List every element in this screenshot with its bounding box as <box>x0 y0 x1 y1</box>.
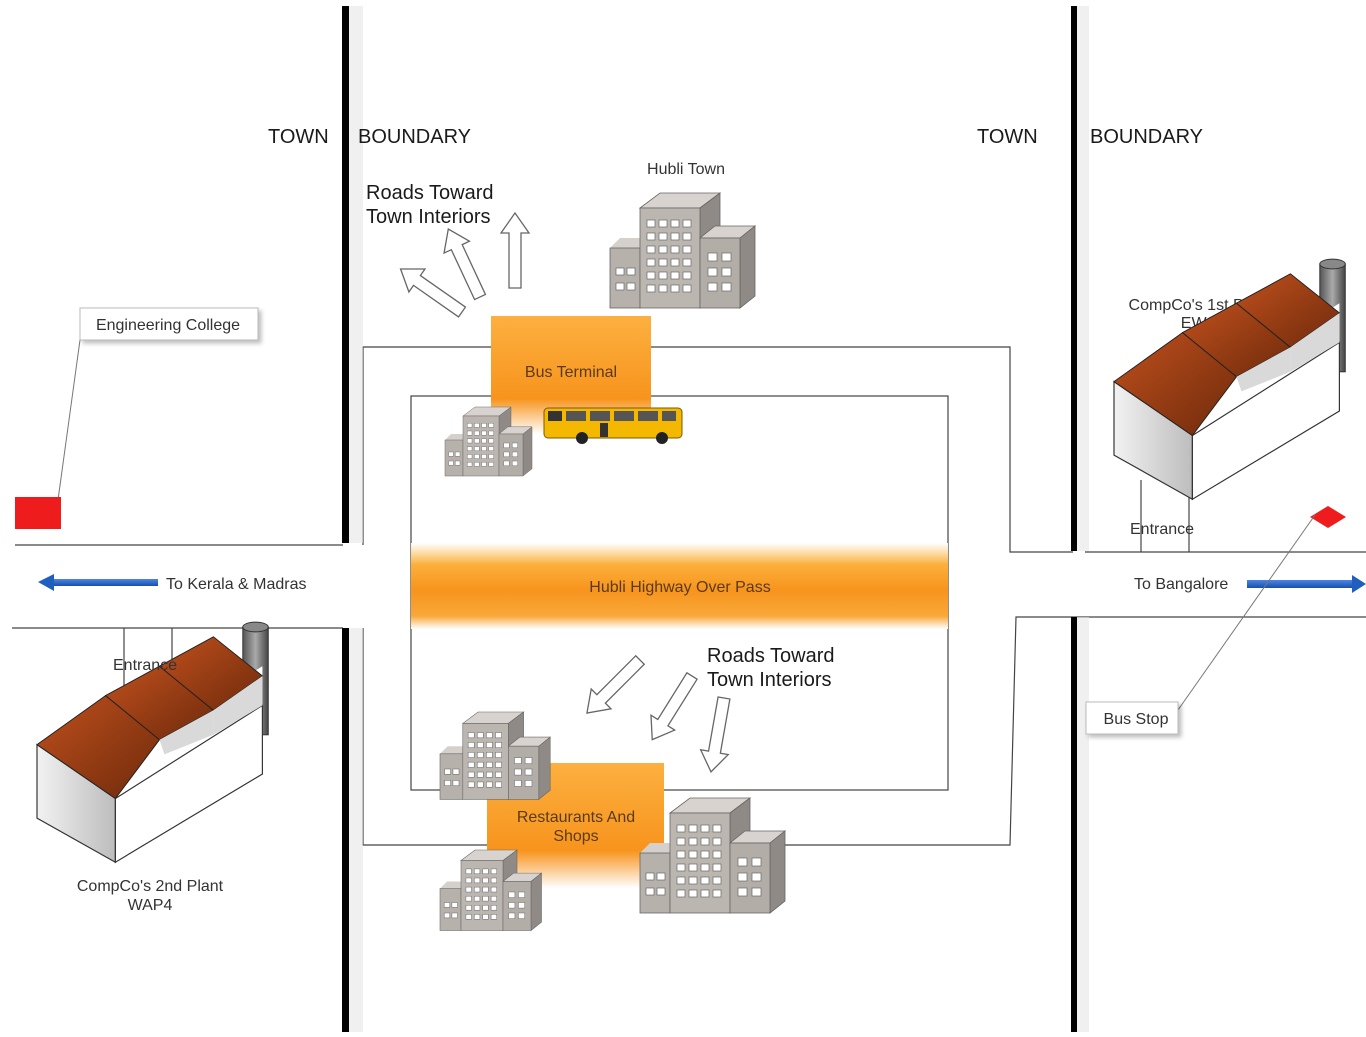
engineering-college-box <box>79 307 259 341</box>
roads-bottom-line2: Town Interiors <box>707 669 832 691</box>
plant2-line1: CompCo's 2nd Plant <box>77 878 224 895</box>
restaurants-building-icon-1 <box>439 711 551 800</box>
plant1-factory-icon <box>1113 258 1346 500</box>
restaurants-line2: Shops <box>553 828 598 845</box>
hubli-town-label: Hubli Town <box>647 161 725 178</box>
to-kerala-arrow-icon <box>38 574 158 591</box>
to-bangalore-arrow-icon <box>1247 575 1366 593</box>
bus-stop-marker <box>1310 506 1346 528</box>
bus-terminal-label: Bus Terminal <box>525 364 617 381</box>
engineering-college-marker <box>15 497 61 529</box>
to-kerala-label: To Kerala & Madras <box>166 576 307 593</box>
town-label-right: TOWN <box>977 126 1038 148</box>
roads-top-arrow-icons <box>391 212 530 325</box>
plant2-line2: WAP4 <box>128 897 173 914</box>
bus-stop-leader-line <box>1177 514 1316 711</box>
boundary-label-left: BOUNDARY <box>358 126 471 148</box>
bus-stop-label: Bus Stop <box>1104 711 1169 728</box>
bus-stop-box <box>1085 701 1179 735</box>
boundary-label-right: BOUNDARY <box>1090 126 1203 148</box>
to-bangalore-label: To Bangalore <box>1134 576 1228 593</box>
roads-bottom-line1: Roads Toward <box>707 645 834 667</box>
town-label-left: TOWN <box>268 126 329 148</box>
hubli-town-building-icon <box>609 192 756 309</box>
overpass-band <box>411 543 948 629</box>
overpass-label: Hubli Highway Over Pass <box>589 579 770 596</box>
entrance-left-label: Entrance <box>113 657 177 674</box>
bus-icon <box>543 407 683 444</box>
college-leader-line <box>57 339 81 501</box>
engineering-college-label: Engineering College <box>96 317 240 334</box>
roads-top-line2: Town Interiors <box>366 206 491 228</box>
entrance-right-label: Entrance <box>1130 521 1194 538</box>
restaurants-line1: Restaurants And <box>517 809 635 826</box>
roads-top-line1: Roads Toward <box>366 182 493 204</box>
